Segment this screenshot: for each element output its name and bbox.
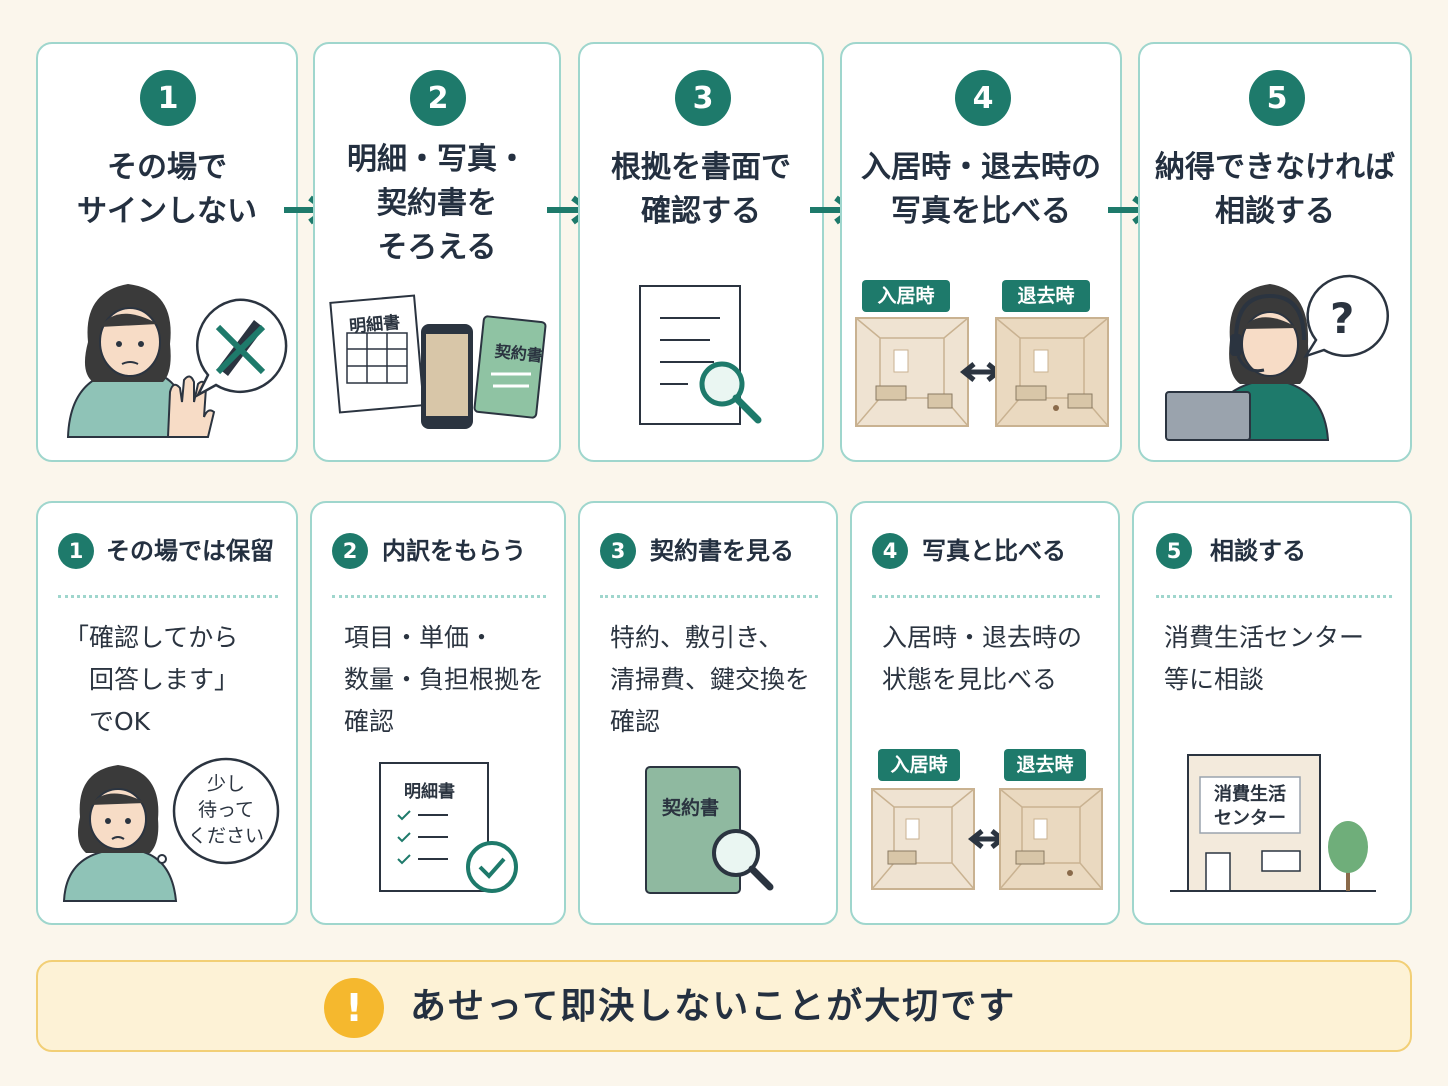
dotted-divider (58, 595, 278, 598)
step-title: 根拠を書面で 確認する (580, 146, 822, 234)
step-card-3: 3 根拠を書面で 確認する (578, 42, 824, 462)
detail-body-line: 特約、敷引き、 (610, 623, 784, 652)
detail-number-badge: 5 (1156, 533, 1192, 569)
contract-magnifier-illustration (645, 766, 774, 894)
detail-title: その場では保留 (106, 537, 274, 565)
contract-doc-label: 契約書 (493, 341, 544, 366)
move-out-tag: 退去時 (1004, 749, 1086, 781)
step-title-line: 確認する (641, 194, 761, 229)
detail-body-line: でOK (64, 707, 151, 736)
room-comparison-illustration (855, 317, 1109, 427)
step-title-line: 相談する (1215, 194, 1335, 229)
detail-body-line: 状態を見比べる (882, 665, 1058, 694)
question-mark-icon: ? (1330, 294, 1355, 343)
step-title: 明細・写真・ 契約書を そろえる (315, 138, 559, 270)
step-card-4: 4 入居時・退去時の 写真を比べる 入居時 退去時 (840, 42, 1122, 462)
detail-title: 写真と比べる (922, 537, 1066, 565)
step-title-line: 写真を比べる (891, 194, 1071, 229)
step-number-badge: 2 (410, 70, 466, 126)
step-card-2: 2 明細・写真・ 契約書を そろえる 明細書 契約書 (313, 42, 561, 462)
detail-card-3: 3 契約書を見る 特約、敷引き、 清掃費、鍵交換を 確認 契約書 (578, 501, 838, 925)
room-comparison-illustration (871, 788, 1103, 890)
detail-number-badge: 3 (600, 533, 636, 569)
bubble-line: 待って (197, 799, 255, 821)
step-title-line: 明細・写真・ (347, 142, 527, 177)
detail-card-5: 5 相談する 消費生活センター 等に相談 消費生活 センター (1132, 501, 1412, 925)
step-card-1: 1 その場で サインしない (36, 42, 298, 462)
detail-card-2: 2 内訳をもらう 項目・単価・ 数量・負担根拠を 確認 明細書 (310, 501, 566, 925)
footer-banner: ! あせって即決しないことが大切です (36, 960, 1412, 1052)
detail-body: 項目・単価・ 数量・負担根拠を 確認 (344, 617, 544, 743)
dotted-divider (1156, 595, 1392, 598)
pen-crossed-icon (215, 320, 266, 376)
detail-body-line: 等に相談 (1164, 665, 1265, 694)
detail-body-line: 確認 (610, 707, 661, 736)
statement-doc-label: 明細書 (348, 312, 401, 338)
move-out-tag: 退去時 (1002, 280, 1090, 312)
checklist-document-illustration (379, 762, 518, 893)
detail-title: 内訳をもらう (382, 537, 526, 565)
detail-body-line: 消費生活センター (1164, 623, 1365, 652)
detail-body-line: 回答します」 (64, 665, 240, 694)
woman-worried-illustration (62, 757, 280, 902)
step-title: 入居時・退去時の 写真を比べる (842, 146, 1120, 234)
bubble-line: ください (187, 825, 264, 847)
detail-body-line: 清掃費、鍵交換を (610, 665, 811, 694)
contract-doc-label: 契約書 (662, 797, 720, 819)
exclamation-icon: ! (324, 978, 384, 1038)
step-title-line: 根拠を書面で (611, 150, 791, 185)
step-title-line: サインしない (77, 194, 257, 229)
documents-phone-illustration (329, 294, 547, 429)
detail-body-line: 入居時・退去時の (882, 623, 1083, 652)
sign-line: センター (1214, 808, 1286, 829)
step-title: 納得できなければ 相談する (1140, 146, 1410, 234)
detail-body-line: 項目・単価・ (344, 623, 495, 652)
sign-line: 消費生活 (1214, 784, 1286, 805)
detail-body: 消費生活センター 等に相談 (1164, 617, 1364, 701)
step-title: その場で サインしない (38, 146, 296, 234)
building-sign-text: 消費生活 センター (1200, 783, 1300, 831)
document-magnifier-illustration (639, 285, 762, 425)
statement-doc-label: 明細書 (404, 782, 455, 802)
dotted-divider (600, 595, 818, 598)
step-title-line: その場で (107, 150, 227, 185)
step-title-line: 入居時・退去時の (861, 150, 1101, 185)
step-number-badge: 3 (675, 70, 731, 126)
detail-number-badge: 1 (58, 533, 94, 569)
move-in-tag: 入居時 (862, 280, 950, 312)
detail-body: 特約、敷引き、 清掃費、鍵交換を 確認 (610, 617, 810, 743)
detail-card-4: 4 写真と比べる 入居時・退去時の 状態を見比べる 入居時 退去時 (850, 501, 1120, 925)
bubble-line: 少し (206, 773, 245, 795)
footer-message: あせって即決しないことが大切です (410, 986, 1017, 1027)
consumer-center-building-illustration (1170, 754, 1376, 892)
dotted-divider (332, 595, 546, 598)
detail-body-line: 数量・負担根拠を (344, 665, 545, 694)
step-title-line: 契約書を (377, 186, 497, 221)
step-number-badge: 4 (955, 70, 1011, 126)
step-card-5: 5 納得できなければ 相談する ? (1138, 42, 1412, 462)
step-title-line: そろえる (377, 230, 497, 265)
detail-body-line: 確認 (344, 707, 395, 736)
step-number-badge: 5 (1249, 70, 1305, 126)
detail-number-badge: 4 (872, 533, 908, 569)
speech-bubble-text: 少し 待って ください (186, 771, 266, 849)
detail-number-badge: 2 (332, 533, 368, 569)
detail-card-1: 1 その場では保留 「確認してから 回答します」 でOK 少し 待って ください (36, 501, 298, 925)
move-in-tag: 入居時 (878, 749, 960, 781)
step-title-line: 納得できなければ (1155, 150, 1395, 185)
detail-body: 入居時・退去時の 状態を見比べる (882, 617, 1082, 701)
dotted-divider (872, 595, 1100, 598)
detail-title: 契約書を見る (650, 537, 794, 565)
woman-stop-hand-illustration (66, 284, 288, 438)
consultant-headset-illustration (1165, 274, 1389, 441)
step-number-badge: 1 (140, 70, 196, 126)
detail-body-line: 「確認してから (64, 623, 239, 652)
detail-title: 相談する (1210, 537, 1306, 565)
detail-body: 「確認してから 回答します」 でOK (64, 617, 239, 743)
